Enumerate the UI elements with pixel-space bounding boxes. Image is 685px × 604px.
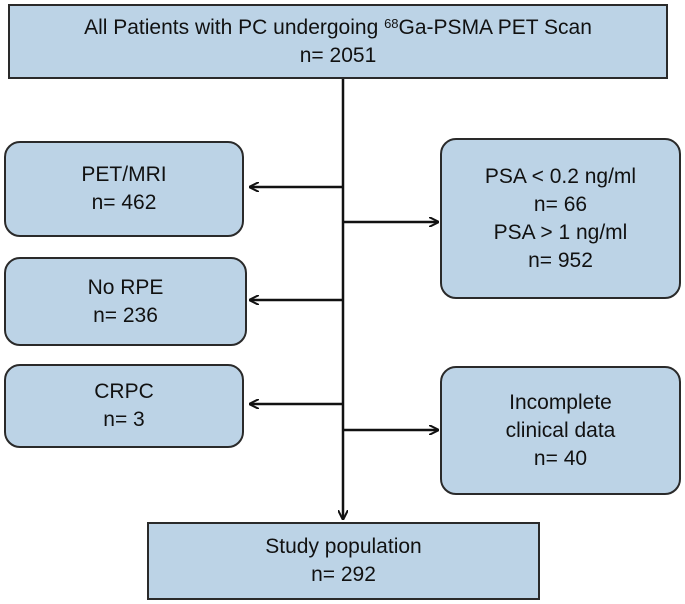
incomplete-line: clinical data <box>505 418 616 442</box>
box-label: No RPE <box>87 275 164 299</box>
box-count: n= 462 <box>91 191 157 214</box>
box-count: n= 3 <box>103 408 145 431</box>
psa-line: PSA < 0.2 ng/ml <box>484 164 637 188</box>
study-population-count: n= 292 <box>311 563 376 586</box>
crpc-box: CRPC n= 3 <box>4 364 244 448</box>
study-population-box: Study population n= 292 <box>147 522 540 600</box>
incomplete-line: Incomplete <box>509 390 612 414</box>
box-count: n= 236 <box>93 303 158 327</box>
psa-line: n= 952 <box>528 248 593 272</box>
incomplete-data-box: Incomplete clinical data n= 40 <box>440 366 681 495</box>
all-patients-title: All Patients with PC undergoing 68Ga-PSM… <box>84 15 592 39</box>
pet-mri-box: PET/MRI n= 462 <box>4 141 244 237</box>
all-patients-count: n= 2051 <box>299 43 377 67</box>
psa-line: PSA > 1 ng/ml <box>493 220 628 244</box>
psa-line: n= 66 <box>533 192 588 216</box>
box-label: PET/MRI <box>81 163 167 186</box>
all-patients-box: All Patients with PC undergoing 68Ga-PSM… <box>8 4 668 79</box>
study-population-label: Study population <box>265 535 422 558</box>
box-label: CRPC <box>94 380 154 403</box>
no-rpe-box: No RPE n= 236 <box>4 257 247 346</box>
incomplete-line: n= 40 <box>533 446 588 470</box>
psa-box: PSA < 0.2 ng/ml n= 66 PSA > 1 ng/ml n= 9… <box>440 138 681 299</box>
